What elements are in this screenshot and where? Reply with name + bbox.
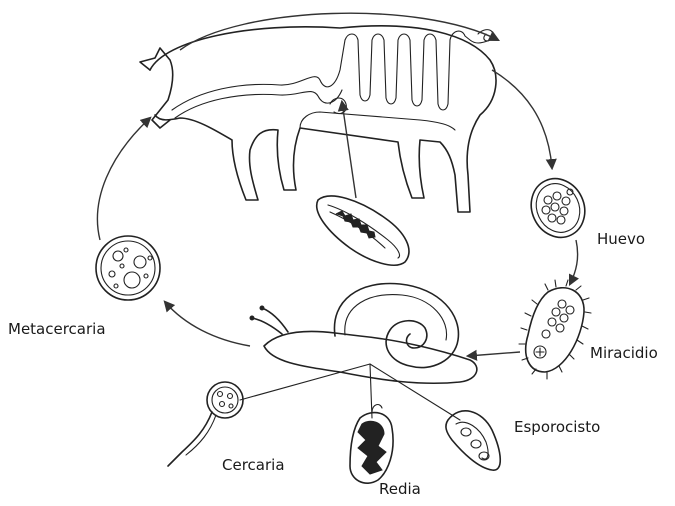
- egg-stage: [522, 170, 594, 246]
- snail-pointers: [240, 364, 460, 420]
- miracidium-stage: [519, 280, 591, 379]
- label-huevo: Huevo: [597, 230, 645, 248]
- label-redia: Redia: [379, 480, 421, 498]
- adult-fluke: [317, 102, 409, 265]
- sporocyst-stage: [446, 411, 500, 470]
- label-miracidio: Miracidio: [590, 344, 658, 362]
- cercaria-stage: [168, 382, 243, 466]
- label-cercaria: Cercaria: [222, 456, 285, 474]
- cycle-arrows: [97, 13, 577, 356]
- label-esporocisto: Esporocisto: [514, 418, 600, 436]
- pig-host: [140, 26, 496, 212]
- snail-host: [250, 283, 477, 383]
- label-metacercaria: Metacercaria: [8, 320, 106, 338]
- metacercaria-stage: [96, 236, 160, 300]
